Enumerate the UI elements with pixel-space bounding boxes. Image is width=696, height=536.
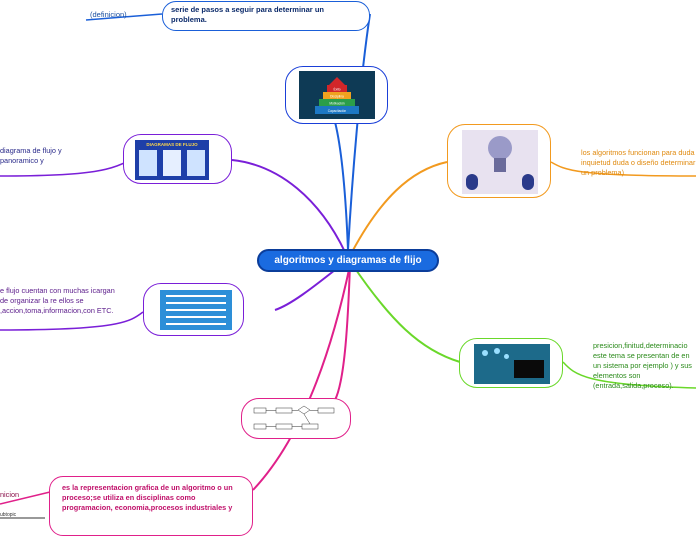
pyramid-image: Éxito Disciplina Motivación Capacitación [299, 71, 375, 119]
lightbulb-image-node[interactable] [447, 124, 551, 198]
flowchart-image: DIAGRAMAS DE FLUJO [135, 140, 209, 180]
laptop-image [474, 344, 550, 384]
definition-bubble[interactable]: serie de pasos a seguir para determinar … [162, 1, 370, 31]
pyramid-label-1: Éxito [333, 87, 340, 92]
subtopic-label: ubtopic [0, 512, 17, 518]
list-image-node[interactable] [143, 283, 244, 336]
left-middle-text: e flujo cuentan con muchas icargan de or… [0, 286, 115, 315]
pyramid-label-4: Capacitación [328, 109, 347, 113]
definition-text: serie de pasos a seguir para determinar … [171, 5, 324, 24]
central-topic[interactable]: algoritmos y diagramas de flijo [257, 249, 439, 272]
right-upper-text: los algoritmos funcionan para duda inqui… [581, 148, 696, 177]
representation-bubble[interactable]: es la representacion grafica de un algor… [49, 476, 253, 536]
list-image [160, 290, 232, 330]
flowchart-image-title: DIAGRAMAS DE FLUJO [146, 142, 198, 147]
pyramid-image-node[interactable]: Éxito Disciplina Motivación Capacitación [285, 66, 388, 124]
flow-diagram-image-node[interactable] [241, 398, 351, 439]
representation-text: es la representacion grafica de un algor… [62, 483, 233, 512]
laptop-image-node[interactable] [459, 338, 563, 388]
left-upper-text: diagrama de flujo y panoramico y [0, 146, 62, 165]
lightbulb-image [462, 130, 538, 194]
right-lower-text: presicion,finitud,determinacio este tema… [593, 341, 692, 390]
flow-diagram-image [253, 405, 335, 430]
flowchart-image-node[interactable]: DIAGRAMAS DE FLUJO [123, 134, 232, 184]
pyramid-label-3: Motivación [329, 102, 344, 106]
nicion-label: nicion [0, 490, 20, 499]
definicion-label: (definicion) [90, 10, 127, 19]
pyramid-label-2: Disciplina [330, 95, 344, 99]
